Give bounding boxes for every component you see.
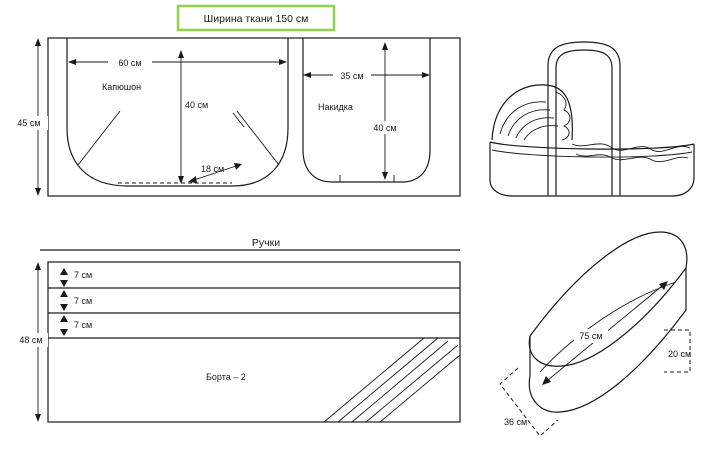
hood-inner-label: 18 см bbox=[201, 164, 224, 174]
hood-inner-arrowheads bbox=[188, 163, 242, 183]
sides-hatching bbox=[323, 337, 461, 423]
base-illustration: 75 см 20 см 36 см bbox=[499, 231, 691, 437]
carrier-hood-fold-1 bbox=[499, 101, 547, 135]
mask-cape-width bbox=[333, 68, 371, 82]
strip-3-arrowheads bbox=[60, 315, 68, 336]
base-width-label: 36 см bbox=[504, 417, 527, 427]
carrier-ruffle-edge bbox=[571, 143, 691, 152]
carrier-hood-fold-2 bbox=[507, 109, 551, 137]
cape-height-label: 40 см bbox=[373, 123, 396, 133]
carrier-ruffle-hood bbox=[555, 91, 571, 141]
hood-dart-left bbox=[77, 110, 121, 166]
hood-dart-right bbox=[236, 110, 280, 166]
top-fabric-layout: Ширина ткани 150 см 60 см 40 см Капюшон … bbox=[12, 4, 461, 197]
mask-strip-2 bbox=[202, 292, 318, 306]
hood-inner-arrow bbox=[193, 165, 237, 181]
mask-strips-title bbox=[186, 235, 346, 251]
strip-2-arrowheads bbox=[60, 290, 68, 311]
fabric-width-title: Ширина ткани 150 см bbox=[204, 13, 309, 25]
mask-hood-width bbox=[108, 55, 152, 69]
strips-layout: Ручки Борта – 2 7 см 7 см 7 см 48 см bbox=[14, 235, 461, 423]
cape-name: Накидка bbox=[318, 102, 353, 112]
cape-width-label: 35 см bbox=[340, 71, 363, 81]
sides-label: Борта – 2 bbox=[206, 372, 246, 382]
base-inner-line bbox=[539, 281, 677, 373]
mask-sides-bottom bbox=[132, 398, 328, 416]
hood-dart-right-2 bbox=[232, 112, 245, 128]
base-height-label: 20 см bbox=[668, 349, 691, 359]
mask-fabric-height bbox=[12, 116, 48, 130]
carrier-hood-fold-4 bbox=[523, 125, 559, 141]
mask-cape-height bbox=[368, 121, 402, 134]
mask-strips-height bbox=[14, 333, 48, 347]
base-top-oval bbox=[528, 231, 688, 367]
mask-sides-label bbox=[200, 364, 318, 382]
hood-width-label: 60 см bbox=[118, 58, 141, 68]
hood-height-label: 40 см bbox=[185, 100, 208, 110]
title-frame bbox=[176, 4, 336, 32]
hood-name: Капюшон bbox=[102, 82, 141, 92]
carrier-hood-fold-3 bbox=[515, 117, 555, 139]
strip-1-arrowheads bbox=[60, 268, 68, 287]
strip-2-label: 7 см bbox=[74, 296, 92, 306]
carrier-rim-inner bbox=[491, 149, 693, 158]
carrier-body bbox=[489, 142, 695, 197]
carrier-rim bbox=[489, 141, 695, 150]
strip-1-label: 7 см bbox=[74, 270, 92, 280]
strip-height-markers: 7 см 7 см 7 см bbox=[60, 268, 92, 336]
base-length-label: 75 см bbox=[579, 331, 602, 341]
carrier-illustration bbox=[489, 41, 695, 197]
strips-height-label: 48 см bbox=[19, 335, 42, 345]
base-height-box bbox=[664, 329, 691, 373]
fabric-height-label: 45 см bbox=[17, 118, 40, 128]
strip-3-label: 7 см bbox=[74, 320, 92, 330]
carrier-hood bbox=[491, 84, 573, 141]
base-width-box bbox=[499, 367, 559, 437]
cape-outline bbox=[302, 38, 431, 183]
mask-strip bbox=[150, 8, 372, 24]
carrier-ruffle-edge-2 bbox=[575, 153, 689, 163]
carrier-handle-outer bbox=[547, 41, 621, 196]
strips-title: Ручки bbox=[252, 237, 280, 249]
base-side-wall bbox=[528, 268, 687, 413]
hood-outline bbox=[66, 38, 289, 187]
carrier-handle-inner bbox=[555, 49, 613, 196]
mask-base-length bbox=[574, 329, 608, 343]
